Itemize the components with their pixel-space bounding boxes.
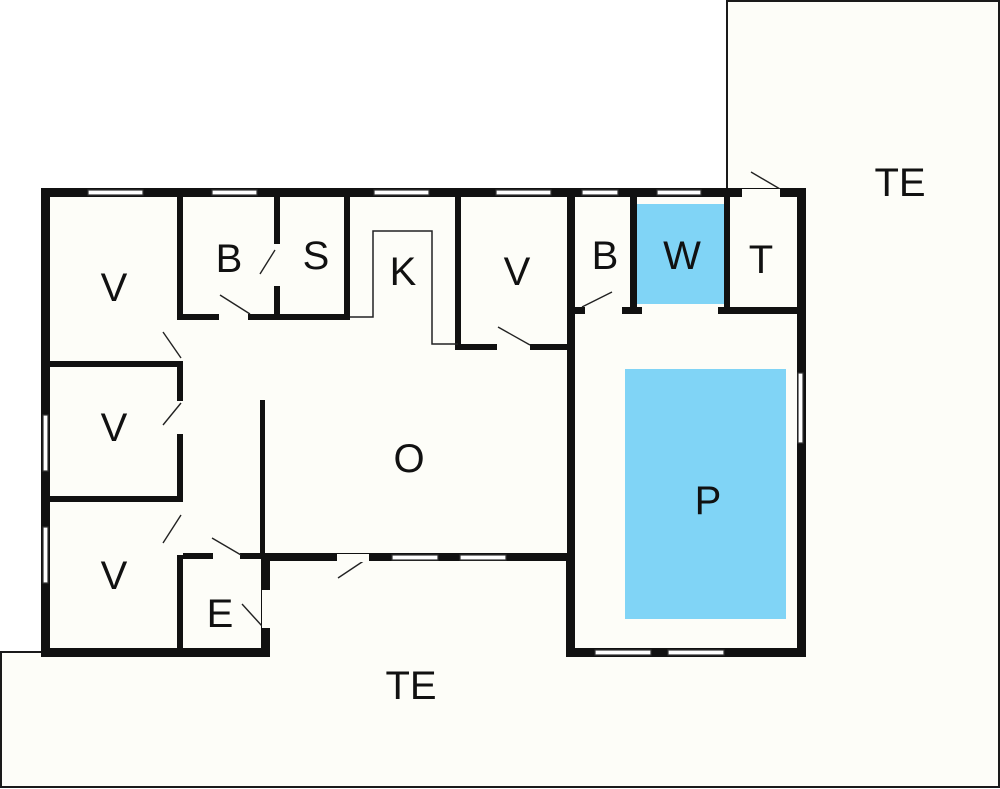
kitchen-counter	[350, 230, 458, 345]
windows	[42, 189, 804, 656]
label-sauna: S	[303, 234, 330, 278]
label-living: O	[393, 437, 424, 481]
label-kitchen: K	[390, 250, 417, 294]
terrace-bottom	[0, 651, 1000, 788]
label-entrance: E	[207, 592, 234, 636]
label-bedroom-1: V	[101, 266, 128, 310]
pool-water	[625, 369, 786, 619]
label-bedroom-3: V	[101, 554, 128, 598]
label-bathroom-1: B	[216, 237, 243, 281]
interior-walls	[45, 192, 802, 655]
label-whirlpool: W	[663, 234, 701, 278]
label-terrace-bottom: TE	[385, 664, 436, 708]
label-pool: P	[695, 479, 722, 523]
whirlpool-water	[637, 204, 724, 304]
label-bedroom-2: V	[101, 406, 128, 450]
label-bathroom-2: B	[592, 234, 619, 278]
label-terrace-top: TE	[874, 161, 925, 205]
label-bedroom-4: V	[504, 250, 531, 294]
label-technical: T	[749, 238, 773, 282]
doors	[162, 171, 781, 628]
